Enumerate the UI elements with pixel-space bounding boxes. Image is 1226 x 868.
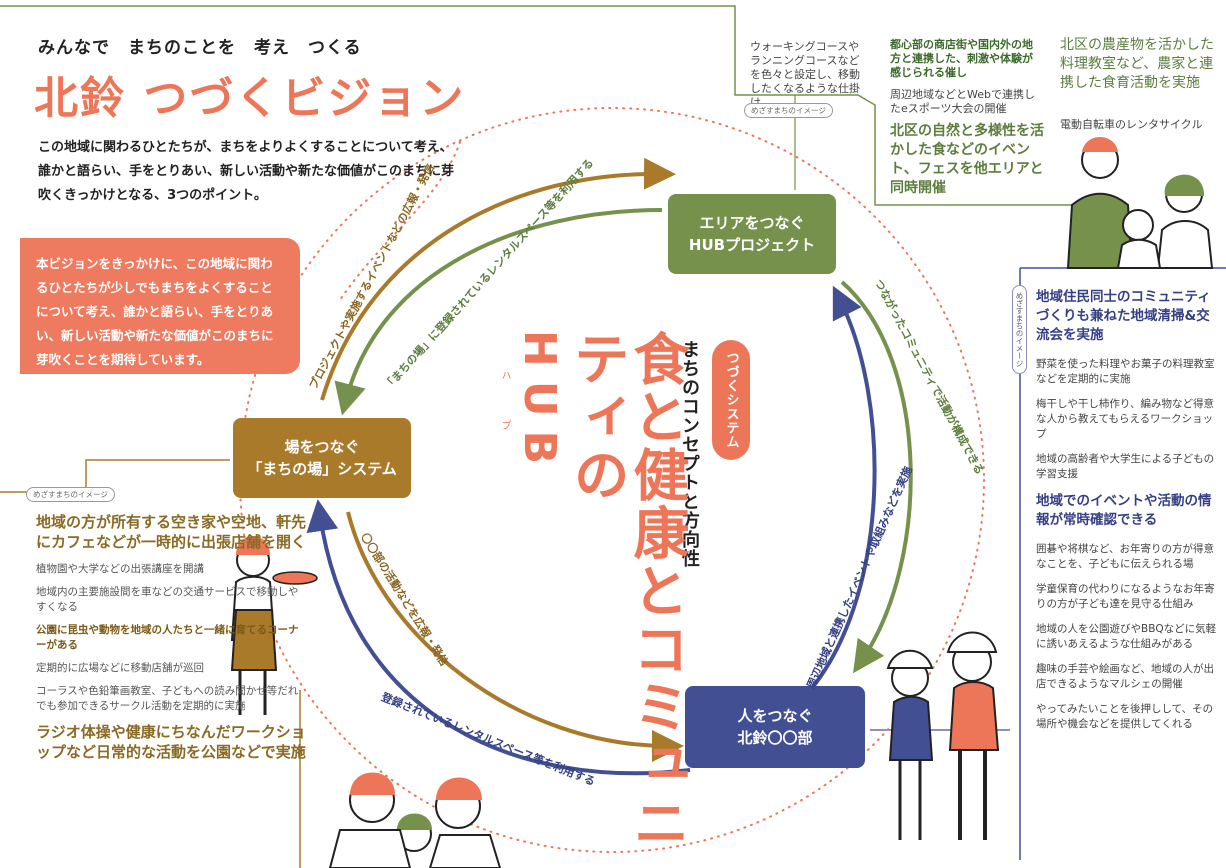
right-item-3: 地域の高齢者や大学生による子どもの学習支援: [1036, 453, 1215, 480]
hub-letters: HUB: [514, 330, 565, 479]
arrow-area-to-people: [840, 280, 913, 674]
hub-place-line1: 場をつなぐ: [284, 438, 360, 456]
arrow-place-to-area: [320, 157, 676, 401]
left-item-4: 定期的に広場などに移動店舗が巡回: [36, 662, 204, 674]
top-right-mid: 北区の自然と多様性を活かした食などのイベント、フェスを他エリアと同時開催: [890, 123, 1044, 196]
right-item-7: 趣味の手芸や絵画など、地域の人が出店できるようなマルシェの開催: [1036, 663, 1214, 690]
left-item-2: 地域内の主要施設間を車などの交通サービスで移動しやすくなる: [36, 586, 299, 613]
hub-place-line2: 「まちの場」システム: [247, 460, 397, 478]
right-item-1: 野菜を使った料理やお菓子の料理教室などを定期的に実施: [1036, 358, 1215, 385]
concept-label: まちのコンセプトと方向性: [679, 340, 700, 568]
page-title: 北鈴 つづくビジョン: [34, 73, 466, 124]
hikers-illustration: [886, 631, 1000, 840]
left-point-1: 地域の方が所有する空き家や空地、軒先にカフェなどが一時的に出張店舗を開く: [36, 513, 307, 551]
caption-top: めざすまちのイメージ: [744, 103, 833, 118]
top-right-col2b: 周辺地域などとWebで連携したeスポーツ大会の開催: [890, 88, 1035, 115]
right-item-2: 梅干しや干し柿作り、編み物など得意な人から教えてもらえるワークショップ: [1036, 398, 1214, 440]
top-right-col3a: 北区の農産物を活かした料理教室など、農家と連携した食育活動を実施: [1060, 37, 1214, 91]
arrow-people-to-area: [810, 285, 877, 690]
hub-area-project: エリアをつなぐ HUBプロジェクト: [668, 194, 836, 274]
main-copy: 食と健康とコミュニティの: [564, 330, 689, 852]
top-right-col1: ウォーキングコースやランニングコースなどを色々と設定し、移動したくなるような仕掛…: [750, 40, 860, 109]
left-point-2: ラジオ体操や健康にちなんだワークショップなど日常的な活動を公園などで実施: [36, 723, 306, 761]
system-badge: つづくシステム: [712, 340, 750, 460]
hub-people-line2: 北鈴〇〇部: [737, 729, 813, 747]
right-item-8: やってみたいことを後押しして、その場所や機会などを提供してくれる: [1036, 703, 1214, 730]
hub-people-club: 人をつなぐ 北鈴〇〇部: [685, 686, 865, 768]
hub-people-line1: 人をつなぐ: [737, 707, 813, 725]
waitress-illustration: [230, 536, 318, 715]
hub-area-line1: エリアをつなぐ: [699, 214, 805, 232]
arrow-place-to-people: [346, 511, 684, 762]
top-right-col2a: 都心部の商店街や国内外の地方と連携した、刺激や体験が感じられる催し: [890, 38, 1033, 79]
caption-left: めざすまちのイメージ: [26, 487, 115, 502]
group-illustration: [328, 772, 502, 868]
right-item-4: 囲碁や将棋など、お年寄りの方が得意なことを、子どもに伝えられる場: [1036, 543, 1214, 570]
caption-right: めざすまちのイメージ: [1012, 285, 1027, 374]
right-point-2: 地域でのイベントや活動の情報が常時確認できる: [1036, 493, 1212, 528]
hub-ruby: ハブ: [499, 370, 510, 470]
left-panel: 地域の方が所有する空き家や空地、軒先にカフェなどが一時的に出張店舗を開く 植物園…: [36, 512, 306, 772]
right-item-5: 学童保育の代わりになるようなお年寄りの方が子ども達を見守る仕組み: [1036, 583, 1215, 610]
intro-text: この地域に関わるひとたちが、まちをよりよくすることについて考え、誰かと語らい、手…: [38, 140, 455, 203]
right-item-6: 地域の人を公園遊びやBBQなどに気軽に誘いあえるような仕組みがある: [1036, 623, 1217, 650]
top-right-col3b: 電動自転車のレンタサイクル: [1060, 118, 1203, 131]
right-point-1: 地域住民同士のコミュニティづくりも兼ねた地域清掃&交流会を実施: [1036, 289, 1211, 343]
tagline: みんなで まちのことを 考え つくる: [38, 38, 362, 58]
family-illustration: [1066, 137, 1214, 269]
left-item-3: 公園に昆虫や動物を地域の人たちと一緒に育てるコーナーがある: [36, 624, 299, 651]
expectation-box: 本ビジョンをきっかけに、この地域に関わるひとたちが少しでもまちをよくすることにつ…: [20, 238, 300, 374]
hub-place-system: 場をつなぐ 「まちの場」システム: [233, 418, 411, 498]
arrow-people-to-place: [306, 499, 691, 776]
hub-area-line2: HUBプロジェクト: [688, 236, 816, 254]
left-item-5: コーラスや色鉛筆画教室、子どもへの読み聞かせ等だれでも参加できるサークル活動を定…: [36, 685, 299, 712]
left-item-1: 植物園や大学などの出張講座を開講: [36, 563, 204, 575]
arrow-area-to-place: [334, 208, 663, 416]
top-frame-line: [0, 5, 1100, 206]
right-panel: 地域住民同士のコミュニティづくりも兼ねた地域清掃&交流会を実施 野菜を使った料理…: [1036, 288, 1220, 742]
